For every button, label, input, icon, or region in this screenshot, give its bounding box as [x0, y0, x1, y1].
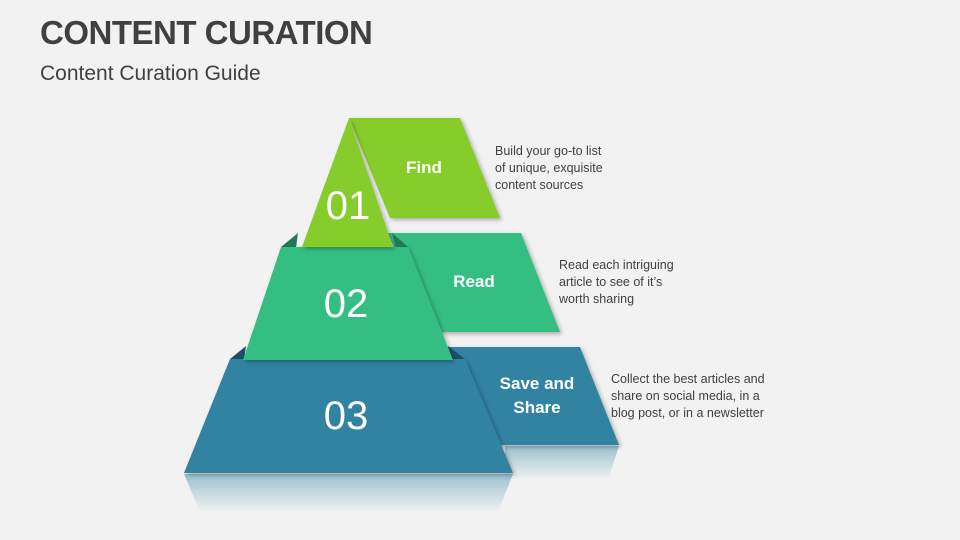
step3-flap-left: [230, 346, 246, 360]
slide-subtitle: Content Curation Guide: [40, 62, 261, 85]
step1-number: 01: [325, 184, 371, 228]
step3-description: Collect the best articles and share on s…: [611, 372, 765, 420]
step1-triangle: [302, 118, 393, 247]
step3-number: 03: [323, 394, 369, 438]
step3-flap-right: [448, 346, 465, 360]
reflection-save: [505, 446, 619, 480]
step3-label: Save and Share: [499, 374, 575, 417]
step1-label: Find: [406, 158, 442, 177]
step2-number: 02: [323, 282, 369, 326]
step1-description: Build your go-to list of unique, exquisi…: [495, 144, 603, 192]
step1-tab: [349, 118, 500, 218]
step3-trapezoid: [184, 359, 513, 473]
step2-label: Read: [453, 272, 495, 291]
step2-flap-right: [392, 233, 408, 248]
step2-description: Read each intriguing article to see of i…: [559, 258, 674, 306]
slide-title: CONTENT CURATION: [40, 14, 373, 51]
reflection-03: [184, 474, 513, 512]
step2-trapezoid: [243, 247, 453, 360]
step2-flap-left: [281, 233, 298, 248]
